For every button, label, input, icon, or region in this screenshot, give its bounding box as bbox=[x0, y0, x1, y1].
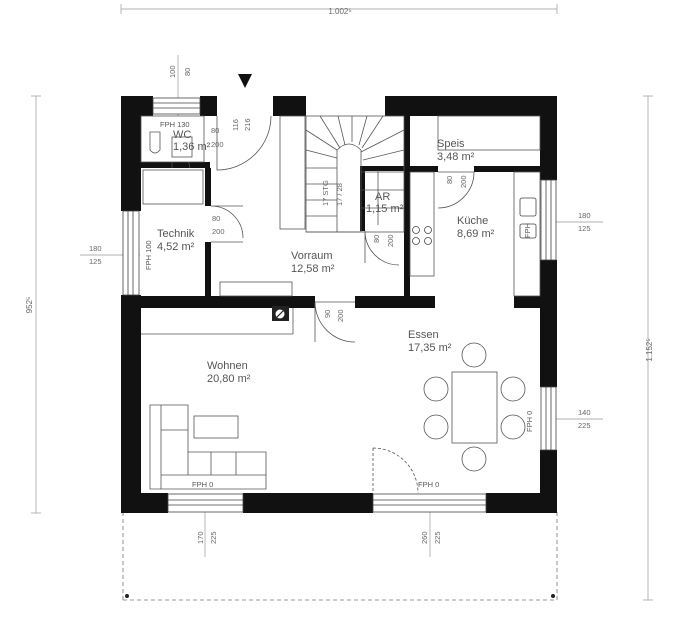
room-name-ar: AR bbox=[375, 191, 390, 203]
dim-essen-window-140: 140 bbox=[578, 408, 591, 417]
fph-kueche: FPH bbox=[523, 223, 532, 238]
stairs-label-1: 17 STG bbox=[321, 180, 330, 206]
dim-left-window-180: 180 bbox=[89, 244, 102, 253]
room-area-kueche: 8,69 m² bbox=[457, 228, 495, 240]
room-name-wc: WC bbox=[173, 129, 191, 141]
dim-bottom-window-225a: 225 bbox=[209, 531, 218, 544]
terrace-corner-marker bbox=[125, 594, 129, 598]
dim-vorraum-door-90: 90 bbox=[323, 310, 332, 318]
technik-unit bbox=[142, 169, 204, 205]
fireplace-icon bbox=[272, 306, 289, 321]
fph-bottom-right: FPH 0 bbox=[418, 480, 439, 489]
fph-technik: FPH 100 bbox=[144, 240, 153, 270]
kitchen-counters bbox=[409, 115, 541, 297]
room-area-technik: 4,52 m² bbox=[157, 241, 195, 253]
dim-technik-door-200: 200 bbox=[212, 227, 225, 236]
dim-entry-216: 216 bbox=[243, 118, 252, 131]
dim-bottom-window-225b: 225 bbox=[433, 531, 442, 544]
dim-kueche-window-180: 180 bbox=[578, 211, 591, 220]
entrance-arrow-icon bbox=[238, 74, 252, 88]
doors bbox=[171, 115, 475, 494]
stairs-label-2: 17 / 28 bbox=[335, 183, 344, 206]
room-name-speis: Speis bbox=[437, 138, 465, 150]
dim-right-total: 1.152⁵ bbox=[645, 338, 654, 361]
dim-ar-door-80: 80 bbox=[372, 235, 381, 243]
room-name-kueche: Küche bbox=[457, 215, 488, 227]
dim-wc-door-80: 80 bbox=[211, 126, 219, 135]
room-area-speis: 3,48 m² bbox=[437, 151, 475, 163]
dim-window-top-80: 80 bbox=[183, 68, 192, 76]
staircase bbox=[305, 115, 405, 233]
dim-kueche-window-125: 125 bbox=[578, 224, 591, 233]
cooktop-icon bbox=[412, 226, 432, 245]
dim-speis-door-80: 80 bbox=[445, 176, 454, 184]
dim-top-total: 1.002⁵ bbox=[328, 7, 351, 16]
dim-left-total: 952⁵ bbox=[25, 297, 34, 314]
dim-ar-door-200: 200 bbox=[386, 234, 395, 247]
room-area-essen: 17,35 m² bbox=[408, 342, 452, 354]
terrace-corner-marker bbox=[551, 594, 555, 598]
room-area-vorraum: 12,58 m² bbox=[291, 263, 335, 275]
fph-wc: FPH 130 bbox=[160, 120, 190, 129]
room-name-wohnen: Wohnen bbox=[207, 360, 248, 372]
wc-fixtures bbox=[140, 115, 205, 163]
coffee-table bbox=[193, 415, 239, 439]
dim-essen-window-225: 225 bbox=[578, 421, 591, 430]
dim-technik-door-80: 80 bbox=[212, 214, 220, 223]
terrace-outline bbox=[122, 512, 558, 601]
stove bbox=[219, 281, 293, 297]
room-area-wohnen: 20,80 m² bbox=[207, 373, 251, 385]
exterior-walls bbox=[121, 96, 557, 513]
room-name-technik: Technik bbox=[157, 228, 195, 240]
fph-essen: FPH 0 bbox=[525, 411, 534, 432]
dim-vorraum-door-200: 200 bbox=[336, 309, 345, 322]
dim-wc-door-200: 200 bbox=[211, 140, 224, 149]
sink-icon bbox=[519, 197, 537, 239]
wardrobe bbox=[279, 115, 306, 230]
dim-speis-door-200: 200 bbox=[459, 175, 468, 188]
room-area-wc: 1,36 m² bbox=[173, 141, 211, 153]
room-name-essen: Essen bbox=[408, 329, 439, 341]
room-name-vorraum: Vorraum bbox=[291, 250, 333, 262]
room-area-ar: 1,15 m² bbox=[366, 203, 404, 215]
dim-window-top-100: 100 bbox=[168, 65, 177, 78]
dim-bottom-window-170: 170 bbox=[196, 531, 205, 544]
interior-walls bbox=[141, 116, 557, 308]
dim-bottom-window-260: 260 bbox=[420, 531, 429, 544]
dim-entry-116: 116 bbox=[231, 119, 240, 131]
dim-left-window-125: 125 bbox=[89, 257, 102, 266]
fph-bottom-left: FPH 0 bbox=[192, 480, 213, 489]
windows bbox=[122, 97, 557, 513]
dining-set bbox=[423, 342, 526, 472]
sofa bbox=[149, 404, 267, 490]
dimension-lines bbox=[31, 4, 653, 601]
